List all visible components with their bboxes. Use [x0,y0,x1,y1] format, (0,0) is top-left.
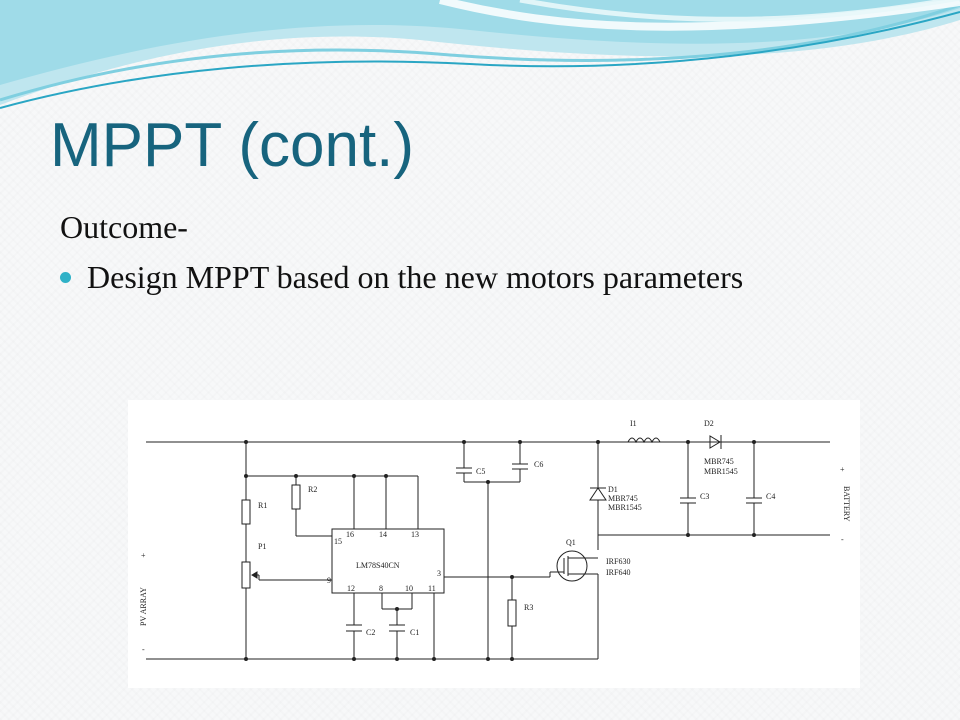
ic-pin-15: 15 [334,537,342,546]
ic-pin-9: 9 [327,576,331,585]
bullet-text: Design MPPT based on the new motors para… [87,259,744,295]
pv-plus-label: + [141,551,146,560]
ic-pin-8: 8 [379,584,383,593]
label-c6: C6 [534,460,544,469]
battery-plus-label: + [840,465,845,474]
header-wave-decoration [0,0,960,109]
bullet-dot-icon [60,271,71,283]
schematic-wiring [146,435,830,661]
ic-pin-13: 13 [411,530,419,539]
subheading: Outcome- [60,209,188,245]
label-d1-part-b: MBR1545 [608,503,642,512]
ic-pin-14: 14 [379,530,387,539]
label-d2-part-a: MBR745 [704,457,734,466]
label-c1: C1 [410,628,420,637]
label-c3: C3 [700,492,710,501]
label-d1-part-a: MBR745 [608,494,638,503]
ic-pin-12: 12 [347,584,355,593]
label-d2: D2 [704,419,714,428]
bullet-list: Design MPPT based on the new motors para… [60,258,743,296]
label-c5: C5 [476,467,486,476]
label-r1: R1 [258,501,268,510]
ic-name: LM78S40CN [356,561,400,570]
label-r2: R2 [308,485,318,494]
pv-array-label: PV ARRAY [139,587,148,626]
label-d2-part-b: MBR1545 [704,467,738,476]
label-c2: C2 [366,628,376,637]
battery-label: BATTERY [842,486,851,522]
label-d1: D1 [608,485,618,494]
label-i1: I1 [630,419,637,428]
bullet-item: Design MPPT based on the new motors para… [60,258,743,296]
ic-pin-10: 10 [405,584,413,593]
battery-minus-label: - [841,535,844,544]
label-p1: P1 [258,542,267,551]
mppt-schematic: R1 P1 R2 R3 C2 C1 C5 C6 C3 C4 I1 D1 MBR7… [128,400,860,688]
label-q1: Q1 [566,538,576,547]
label-c4: C4 [766,492,776,501]
label-q1-part-b: IRF640 [606,568,631,577]
ic-pin-16: 16 [346,530,354,539]
label-q1-part-a: IRF630 [606,557,631,566]
ic-pin-11: 11 [428,584,436,593]
slide-title: MPPT (cont.) [50,111,415,180]
label-r3: R3 [524,603,534,612]
ic-pin-3: 3 [437,569,441,578]
pv-minus-label: - [142,645,145,654]
